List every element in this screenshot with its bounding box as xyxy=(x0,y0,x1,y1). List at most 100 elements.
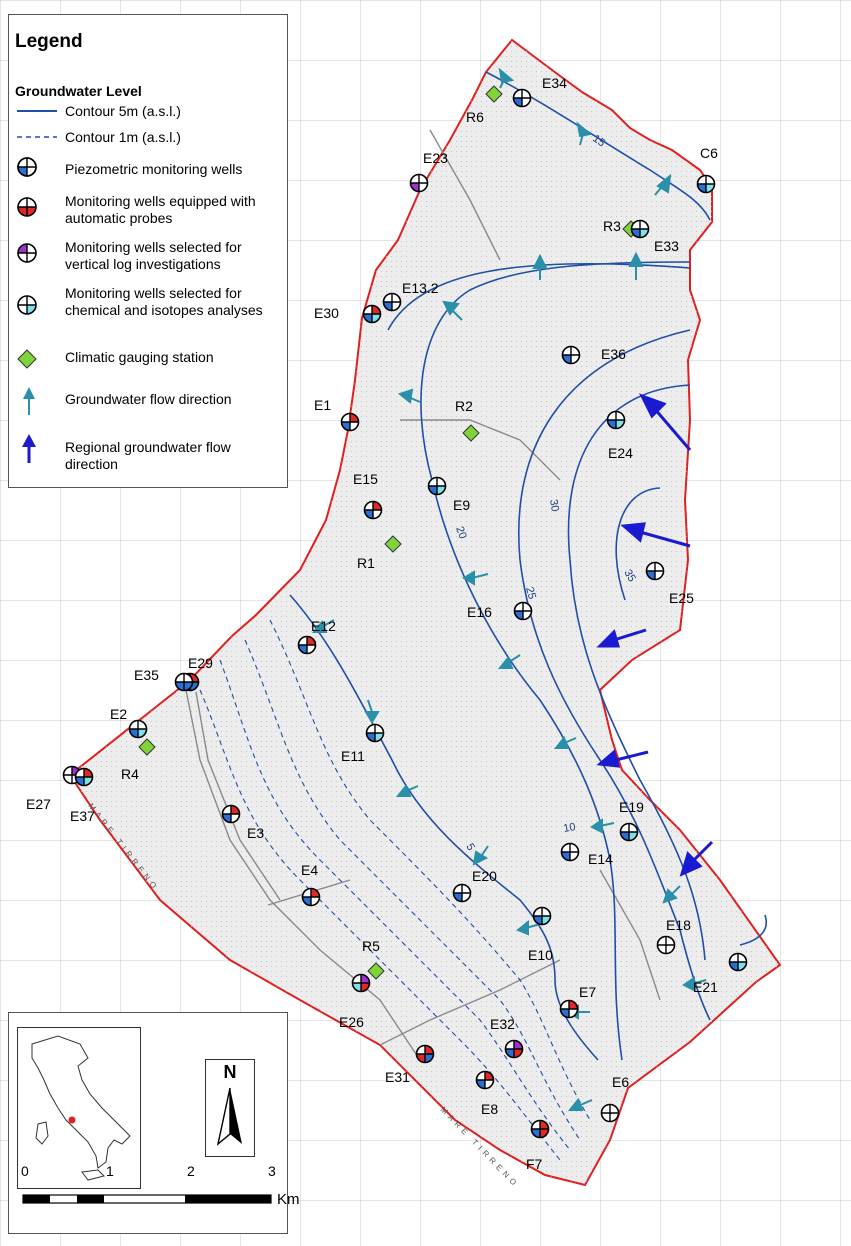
well-marker: E25 xyxy=(645,561,694,606)
well-label: F7 xyxy=(526,1156,543,1172)
flow-arrow xyxy=(395,784,419,797)
north-arrow-icon xyxy=(216,1087,242,1146)
well-label: E27 xyxy=(26,796,51,812)
well-label: E20 xyxy=(472,868,497,884)
contours-1m xyxy=(199,619,591,1161)
station-label: R5 xyxy=(362,938,380,954)
scale-tick: 0 xyxy=(21,1163,29,1179)
regional-flow-arrow xyxy=(638,393,692,451)
regional-flow-icon xyxy=(22,434,36,463)
well-marker: E23 xyxy=(409,150,448,193)
well-label: E19 xyxy=(619,799,644,815)
legend-item-vertical-log: Monitoring wells selected for vertical l… xyxy=(65,239,242,272)
well-label: E30 xyxy=(314,305,339,321)
well-label: E4 xyxy=(301,862,318,878)
legend-item-climatic-station: Climatic gauging station xyxy=(65,349,214,365)
legend-item-contour-1m: Contour 1m (a.s.l.) xyxy=(65,129,181,145)
well-marker: E14 xyxy=(560,842,613,867)
inset-panel: N 0 1 2 3 Km xyxy=(8,1012,300,1234)
well-marker: E35 xyxy=(134,667,194,692)
well-label: E11 xyxy=(341,748,365,764)
legend-item-flow-direction: Groundwater flow direction xyxy=(65,391,232,407)
flow-arrow xyxy=(497,654,521,669)
well-marker: E11 xyxy=(341,723,385,764)
scale-tick: 2 xyxy=(187,1163,195,1179)
flow-arrow xyxy=(553,736,577,749)
well-marker: E7 xyxy=(559,984,596,1019)
climatic-station-marker: R6 xyxy=(466,85,503,125)
well-marker: E32 xyxy=(490,1016,524,1059)
climatic-station-marker: R4 xyxy=(121,738,156,782)
station-label: R6 xyxy=(466,109,484,125)
well-label: E26 xyxy=(339,1014,364,1030)
contour-label: 10 xyxy=(562,821,576,835)
regional-flow-arrow xyxy=(620,522,691,548)
terrain-texture xyxy=(70,40,780,1185)
contour-5m-symbol xyxy=(17,110,57,112)
contour-label: 25 xyxy=(523,586,538,601)
well-label: E14 xyxy=(588,851,613,867)
well-label: E21 xyxy=(693,979,718,995)
automatic-probe-well-icon xyxy=(17,197,37,217)
station-label: R2 xyxy=(455,398,473,414)
chemical-analysis-well-icon xyxy=(17,295,37,315)
well-label: E25 xyxy=(669,590,694,606)
well-marker: E20 xyxy=(452,868,497,903)
well-label: E7 xyxy=(579,984,596,1000)
italy-outline xyxy=(31,1035,131,1169)
well-marker: E30 xyxy=(314,304,382,324)
well-label: E10 xyxy=(528,947,553,963)
legend-item-chemical-analyses: Monitoring wells selected for chemical a… xyxy=(65,285,263,318)
legend-subtitle: Groundwater Level xyxy=(15,83,142,99)
climatic-station-icon xyxy=(17,349,37,369)
well-marker: F7 xyxy=(526,1119,550,1172)
well-marker: E4 xyxy=(301,862,321,907)
scale-bar-graphic xyxy=(22,1194,272,1204)
well-label: E24 xyxy=(608,445,633,461)
flow-arrow xyxy=(397,388,421,404)
flow-arrow xyxy=(462,570,489,586)
well-label: E6 xyxy=(612,1074,629,1090)
well-marker: E15 xyxy=(353,471,383,520)
well-marker: E8 xyxy=(475,1070,498,1117)
well-label: E36 xyxy=(601,346,626,362)
well-marker: E16 xyxy=(467,601,533,621)
climatic-station-marker: R5 xyxy=(362,938,385,980)
well-marker: E3 xyxy=(221,804,264,841)
flow-arrow xyxy=(532,253,548,280)
well-label: E3 xyxy=(247,825,264,841)
well-label: E16 xyxy=(467,604,492,620)
north-label: N xyxy=(223,1062,237,1082)
regional-flow-arrow xyxy=(596,749,649,768)
well-marker: E19 xyxy=(619,799,644,842)
flow-arrow xyxy=(472,845,489,866)
regional-flow-arrow xyxy=(679,840,714,877)
well-marker: E10 xyxy=(528,906,553,963)
well-marker: E37 xyxy=(70,767,95,824)
well-label: E1 xyxy=(314,397,331,413)
flow-arrow xyxy=(567,1098,593,1111)
legend-item-piezometric: Piezometric monitoring wells xyxy=(65,161,243,177)
flow-arrow xyxy=(311,619,335,633)
flow-arrow xyxy=(682,976,707,992)
station-label: R4 xyxy=(121,766,139,782)
well-marker: E1 xyxy=(314,397,360,432)
legend-panel: Legend Groundwater Level Contour 5m (a.s… xyxy=(8,14,288,488)
legend-item-regional-flow: Regional groundwater flow direction xyxy=(65,439,231,472)
north-arrow: N xyxy=(205,1059,255,1157)
well-marker: E18 xyxy=(656,917,691,955)
well-label: E15 xyxy=(353,471,378,487)
well-label: E33 xyxy=(654,238,679,254)
well-label: E12 xyxy=(311,618,336,634)
well-label: E37 xyxy=(70,808,95,824)
well-marker: E34 xyxy=(512,75,567,108)
well-marker: E13.2 xyxy=(382,280,439,312)
flow-arrow xyxy=(364,699,380,724)
contour-label: 35 xyxy=(621,568,638,585)
well-label: E29 xyxy=(188,655,213,671)
station-label: R1 xyxy=(357,555,375,571)
flow-arrow xyxy=(576,121,593,146)
contour-label: 30 xyxy=(547,498,561,512)
